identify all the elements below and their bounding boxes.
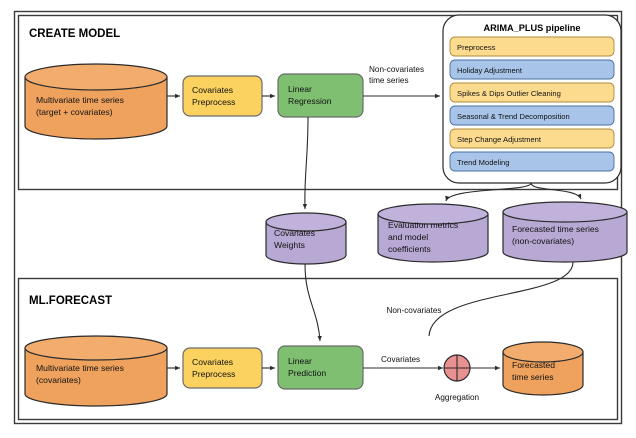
ml-forecast-title: ML.FORECAST [29, 295, 112, 307]
ml-forecast-input-line2: (covariates) [36, 375, 81, 385]
create-model-preprocess-line1: Covariates [192, 85, 233, 95]
edge-weights-to-prediction [304, 263, 322, 342]
covariates-weights-line2: Weights [274, 240, 305, 250]
covariates-weights-line1: Covariates [274, 228, 315, 238]
evaluation-metrics-line2: and model [388, 232, 428, 242]
pipeline-stage-label: Spikes & Dips Outlier Cleaning [457, 89, 561, 98]
linear-regression-line2: Regression [288, 96, 332, 106]
create-model-input-line2: (target + covariates) [36, 107, 113, 117]
ml-forecast-preprocess-line1: Covariates [192, 357, 233, 367]
pipeline-stage-label: Preprocess [457, 43, 496, 52]
pipeline-stage-label: Holiday Adjustment [457, 66, 523, 75]
aggregation-label: Aggregation [435, 393, 480, 402]
edge-forecast-to-aggregation [428, 261, 574, 337]
create-model-input-line1: Multivariate time series [36, 95, 124, 105]
ml-forecast-input-store: Multivariate time series (covariates) [24, 335, 168, 407]
ml-forecast-preprocess-line2: Preprocess [192, 369, 235, 379]
pipeline-stage: Seasonal & Trend Decomposition [449, 105, 615, 126]
edge-pipeline-to-metrics [445, 182, 532, 202]
linear-prediction-line2: Prediction [288, 368, 326, 378]
linear-regression-box: Linear Regression [277, 73, 364, 118]
pipeline-stage: Spikes & Dips Outlier Cleaning [449, 82, 615, 103]
arima-plus-pipeline: ARIMA_PLUS pipeline Preprocess Holiday A… [442, 14, 622, 184]
forecasted-noncovariates-line2: (non-covariates) [512, 236, 574, 246]
create-model-input-store: Multivariate time series (target + covar… [24, 63, 168, 140]
linear-regression-line1: Linear [288, 84, 312, 94]
create-model-preprocess-line2: Preprocess [192, 97, 235, 107]
forecasted-noncovariates-line1: Forecasted time series [512, 224, 599, 234]
edge-pipeline-to-forecast-store [530, 182, 582, 200]
pipeline-title: ARIMA_PLUS pipeline [484, 23, 581, 33]
edge-label-non-covariates: Non-covariates [386, 306, 441, 315]
covariates-weights-store: Covariates Weights [265, 212, 347, 265]
pipeline-stage-label: Step Change Adjustment [457, 135, 542, 144]
edge-regression-to-weights [302, 116, 309, 210]
pipeline-stage: Step Change Adjustment [449, 128, 615, 149]
edge-label-covariates: Covariates [381, 355, 420, 364]
ml-forecast-output-line1: Forecasted [512, 360, 555, 370]
evaluation-metrics-store: Evaluation metrics and model coefficient… [377, 203, 489, 263]
create-model-preprocess-box: Covariates Preprocess [182, 75, 263, 117]
linear-prediction-line1: Linear [288, 356, 312, 366]
edge-label-noncovariates-line2: time series [369, 76, 409, 85]
pipeline-stage-label: Trend Modeling [457, 158, 509, 167]
evaluation-metrics-line1: Evaluation metrics [388, 220, 458, 230]
pipeline-stage: Trend Modeling [449, 151, 615, 172]
ml-forecast-output-line2: time series [512, 372, 554, 382]
pipeline-stage: Preprocess [449, 36, 615, 57]
aggregation-node: Aggregation [435, 354, 480, 402]
ml-forecast-preprocess-box: Covariates Preprocess [182, 347, 263, 389]
ml-forecast-output-store: Forecasted time series [502, 341, 584, 396]
create-model-title: CREATE MODEL [29, 28, 120, 40]
forecasted-noncovariates-store: Forecasted time series (non-covariates) [502, 201, 628, 263]
pipeline-stage: Holiday Adjustment [449, 59, 615, 80]
ml-forecast-input-line1: Multivariate time series [36, 363, 124, 373]
evaluation-metrics-line3: coefficients [388, 244, 431, 254]
linear-prediction-box: Linear Prediction [277, 345, 364, 390]
edge-label-noncovariates-line1: Non-covariates [369, 65, 424, 74]
pipeline-stage-label: Seasonal & Trend Decomposition [457, 112, 570, 121]
